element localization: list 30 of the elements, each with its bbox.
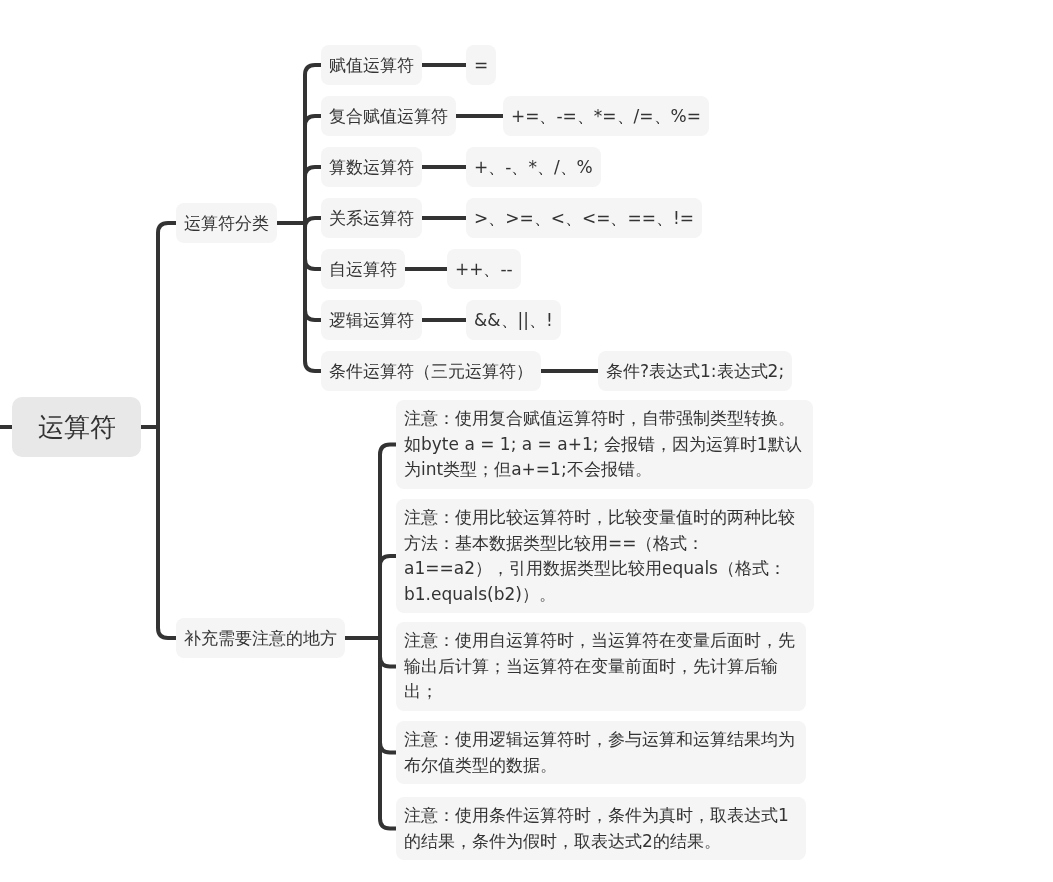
topic-box: 条件?表达式1:表达式2; [598, 351, 793, 391]
topic-box: &&、||、! [466, 300, 561, 340]
connector-line [0, 425, 12, 429]
topic-box: >、>=、<、<=、==、!= [466, 198, 702, 238]
connector-line [422, 216, 466, 220]
note-box: 注意：使用比较运算符时，比较变量值时的两种比较方法：基本数据类型比较用==（格式：a1==a2），引用数据类型比较用equals（格式：b1.equals(b2)）。 [396, 499, 814, 613]
connector-line [422, 63, 466, 67]
topic-box: 复合赋值运算符 [321, 96, 456, 136]
connector-line [405, 267, 447, 271]
topic-box: = [466, 45, 497, 85]
topic-box: 条件运算符（三元运算符） [321, 351, 541, 391]
topic-box: 关系运算符 [321, 198, 422, 238]
topic-box: 赋值运算符 [321, 45, 422, 85]
note-box: 注意：使用条件运算符时，条件为真时，取表达式1的结果，条件为假时，取表达式2的结果。 [396, 797, 806, 860]
topic-box: +、-、*、/、% [466, 147, 601, 187]
topic-box: 算数运算符 [321, 147, 422, 187]
topic-box: 运算符分类 [176, 203, 277, 243]
topic-box: 逻辑运算符 [321, 300, 422, 340]
topic-box: +=、-=、*=、/=、%= [503, 96, 709, 136]
connector-line [422, 318, 466, 322]
note-box: 注意：使用自运算符时，当运算符在变量后面时，先输出后计算；当运算符在变量前面时，先计算后输出； [396, 622, 806, 711]
connector-line [422, 165, 466, 169]
root-topic-box: 运算符 [12, 397, 141, 457]
connector-line [456, 114, 503, 118]
topic-box: ++、-- [447, 249, 521, 289]
note-box: 注意：使用逻辑运算符时，参与运算和运算结果均为布尔值类型的数据。 [396, 721, 806, 784]
topic-box: 补充需要注意的地方 [176, 618, 345, 658]
note-box: 注意：使用复合赋值运算符时，自带强制类型转换。如byte a = 1; a = a+1; 会报错，因为运算时1默认为int类型；但a+=1;不会报错。 [396, 400, 813, 489]
connector-line [541, 369, 598, 373]
topic-box: 自运算符 [321, 249, 405, 289]
